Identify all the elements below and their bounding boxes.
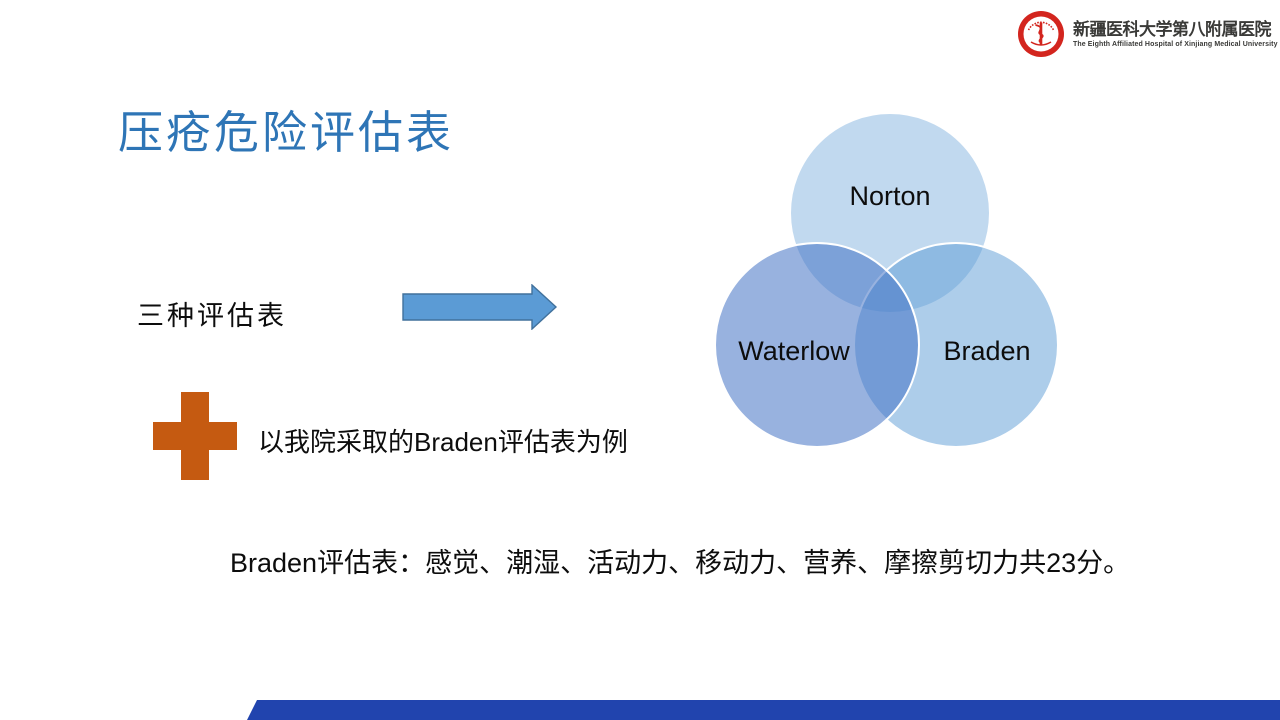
hospital-name-block: 新疆医科大学第八附属医院 The Eighth Affiliated Hospi… bbox=[1073, 20, 1278, 49]
venn-diagram: Norton Waterlow Braden bbox=[690, 95, 1070, 470]
footer-band bbox=[247, 700, 1280, 720]
hospital-logo: 新疆医科大学第八附属医院 The Eighth Affiliated Hospi… bbox=[1018, 11, 1278, 57]
venn-circle-waterlow bbox=[714, 242, 920, 448]
right-arrow-icon bbox=[402, 283, 558, 335]
lead-label: 三种评估表 bbox=[137, 301, 287, 331]
venn-label-norton: Norton bbox=[849, 181, 930, 211]
venn-label-waterlow: Waterlow bbox=[738, 336, 850, 366]
plus-icon bbox=[153, 392, 237, 485]
venn-label-braden: Braden bbox=[943, 336, 1030, 366]
page-title: 压疮危险评估表 bbox=[118, 107, 455, 158]
hospital-name-en: The Eighth Affiliated Hospital of Xinjia… bbox=[1073, 41, 1278, 49]
summary-text: Braden评估表：感觉、潮湿、活动力、移动力、营养、摩擦剪切力共23分。 bbox=[230, 548, 1131, 578]
hospital-seal-icon bbox=[1018, 11, 1064, 57]
example-text: 以我院采取的Braden评估表为例 bbox=[258, 427, 628, 457]
hospital-name-zh: 新疆医科大学第八附属医院 bbox=[1073, 19, 1271, 39]
